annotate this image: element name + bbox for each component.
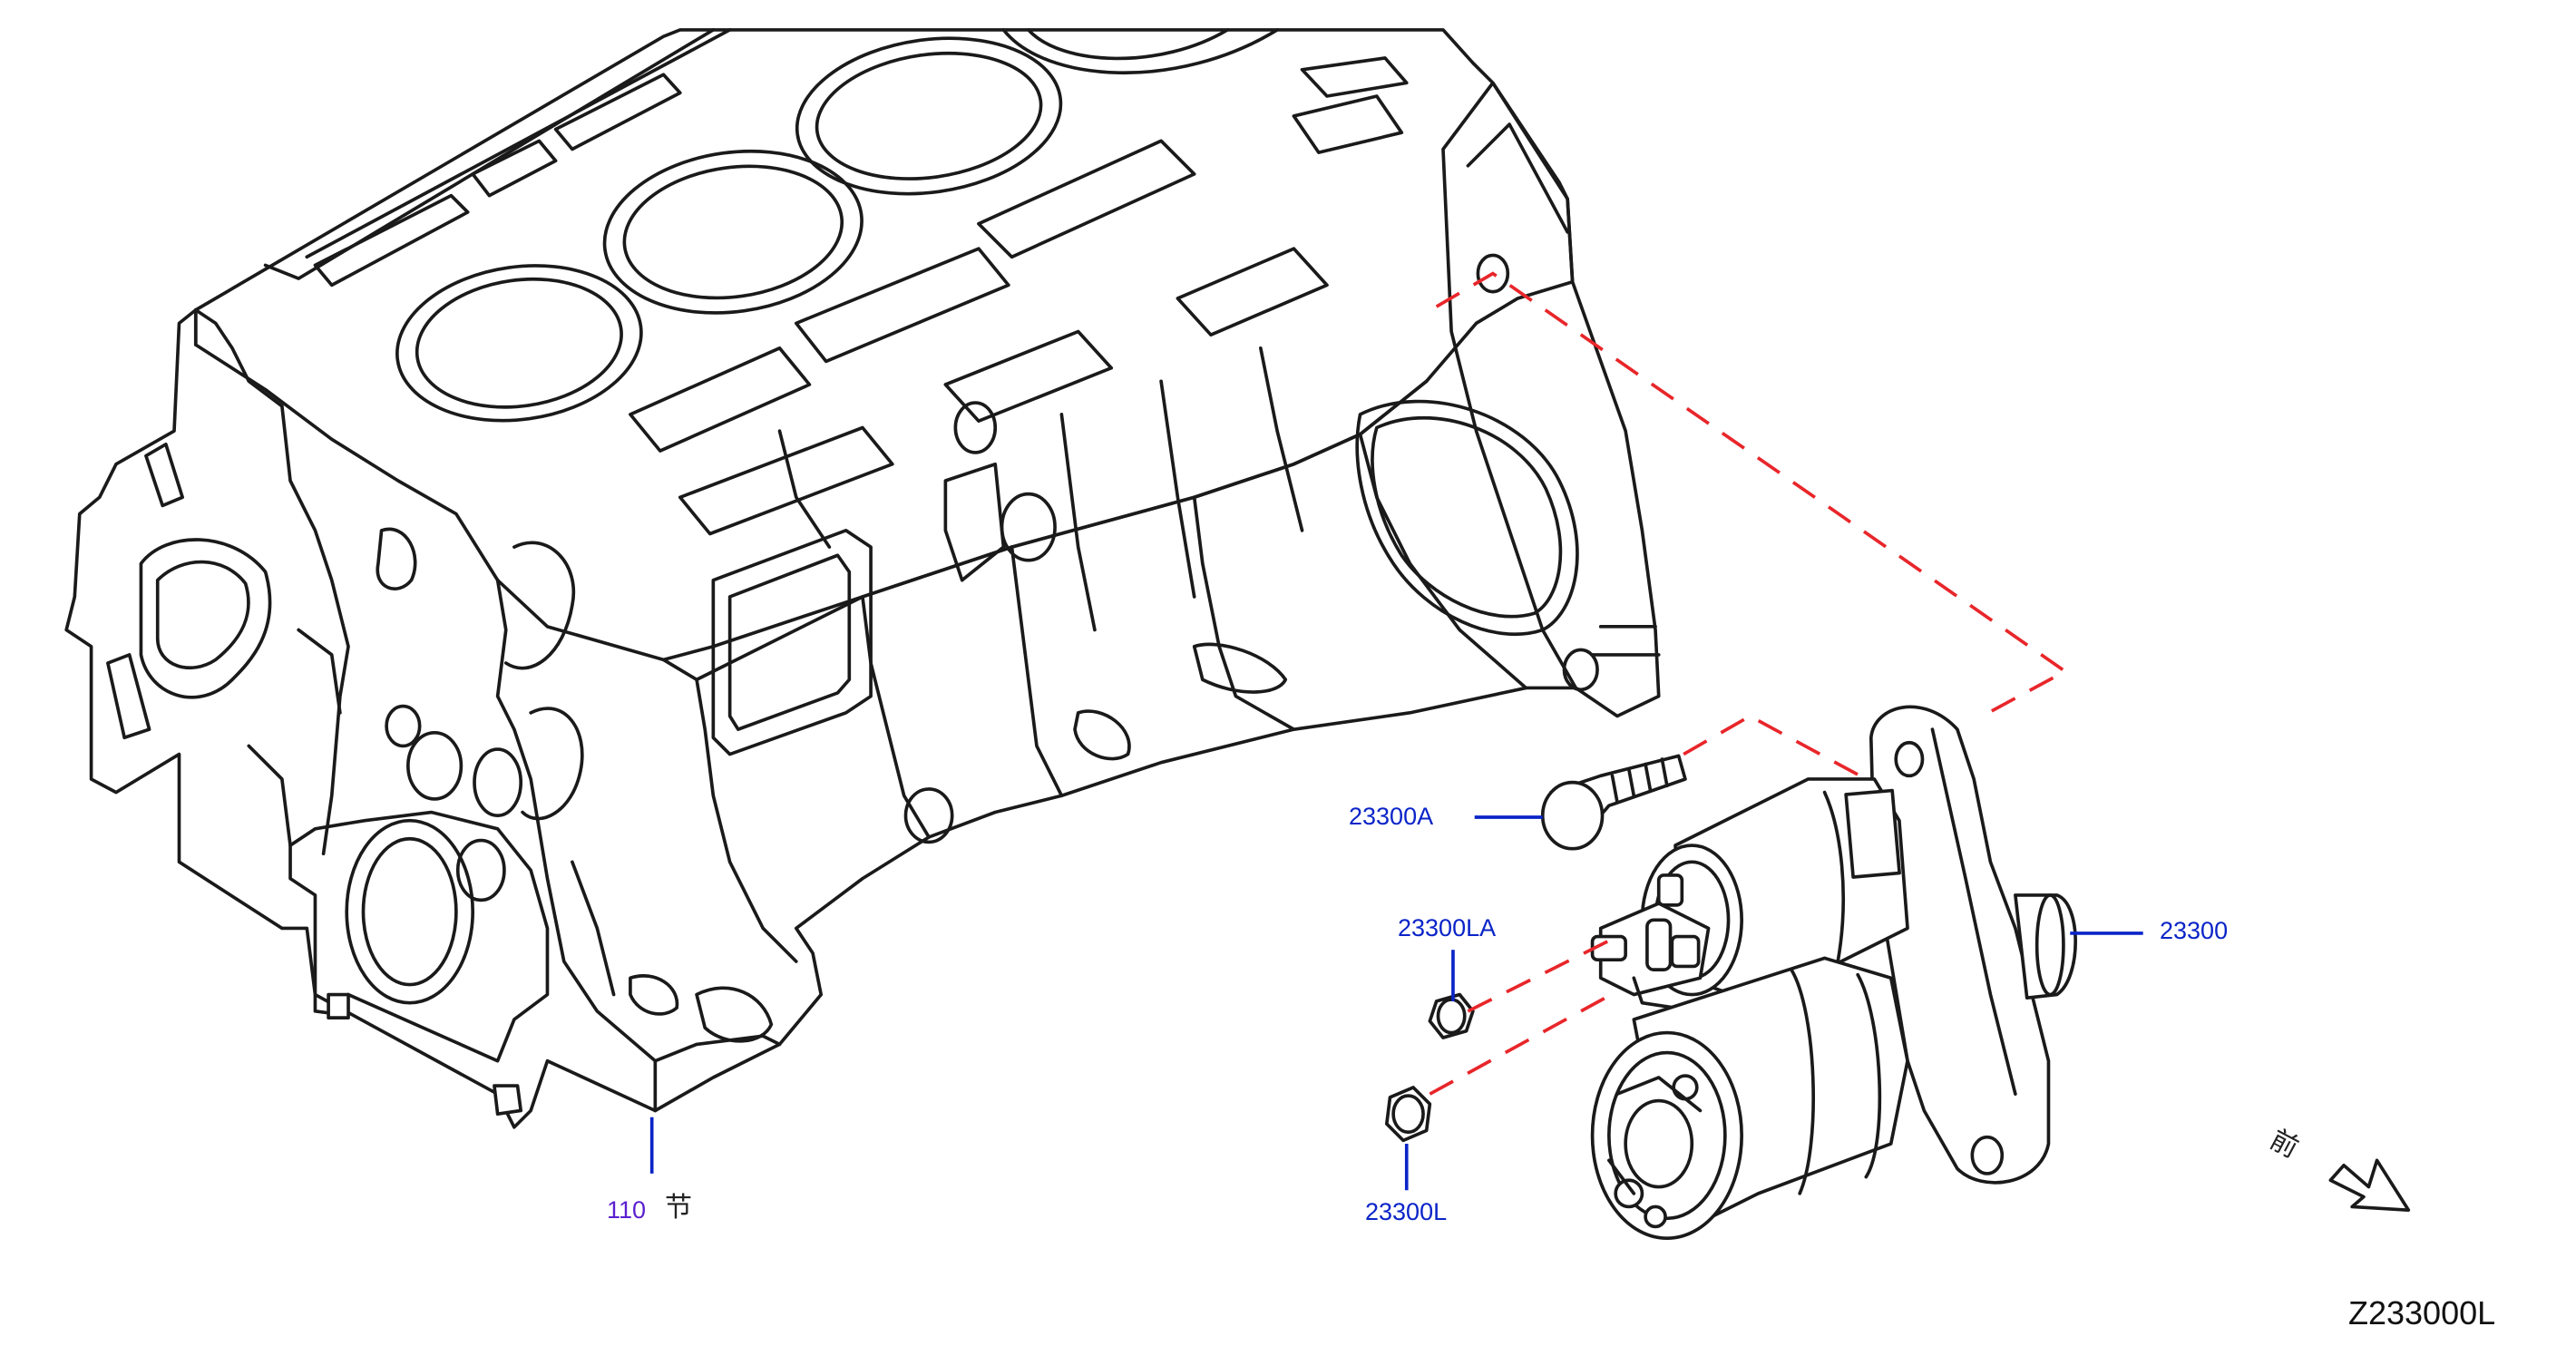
starter-motor-illustration bbox=[1590, 705, 2077, 1241]
callout-cylinder-block[interactable]: 110 bbox=[607, 1196, 647, 1224]
callout-starter-bolt[interactable]: 23300A bbox=[1349, 803, 1434, 830]
callout-nut-lower[interactable]: 23300L bbox=[1365, 1198, 1448, 1225]
nut-lower-illustration bbox=[1384, 1086, 1432, 1143]
callout-cylinder-block-suffix: 节 bbox=[665, 1192, 692, 1224]
assembly-phantom-lines bbox=[1429, 271, 2069, 1096]
nut-upper-illustration bbox=[1428, 992, 1475, 1039]
cylinder-block-illustration bbox=[64, 28, 1661, 1129]
callout-leaders bbox=[649, 815, 2143, 1191]
callout-nut-upper[interactable]: 23300LA bbox=[1398, 914, 1497, 941]
callout-starter-motor[interactable]: 23300 bbox=[2160, 917, 2229, 944]
diagram-code: Z233000L bbox=[2348, 1294, 2496, 1331]
front-direction-arrow-icon bbox=[2328, 1158, 2411, 1212]
starter-bolt-illustration bbox=[1540, 754, 1687, 851]
